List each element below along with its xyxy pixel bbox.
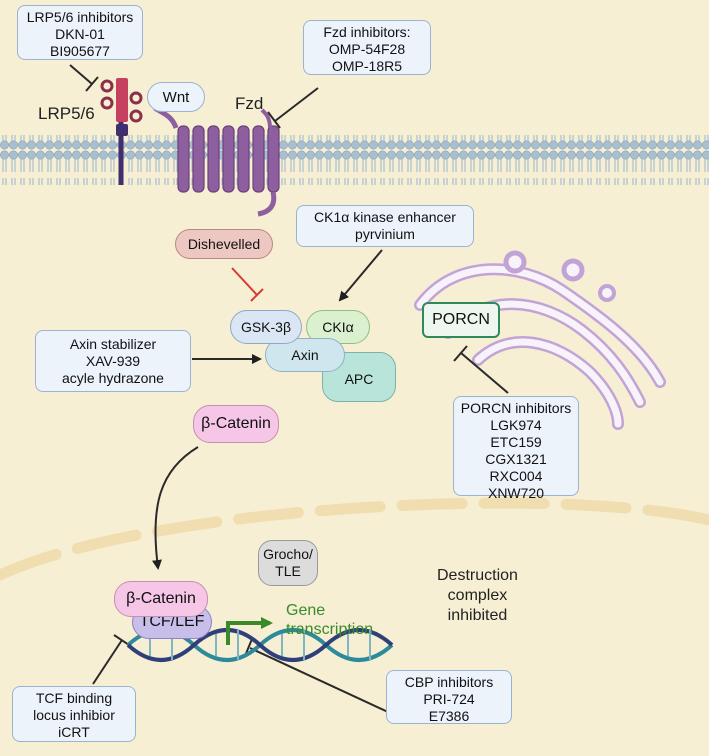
beta-catenin-cytoplasmic: β-Catenin bbox=[193, 405, 279, 443]
transcription-line: transcription bbox=[286, 621, 374, 638]
tcf-inhibitor-title: locus inhibior bbox=[33, 707, 115, 723]
fzd-inhibitors-box: Fzd inhibitors: OMP-54F28 OMP-18R5 bbox=[303, 20, 431, 75]
tcf-inhibitor-drug: iCRT bbox=[58, 724, 90, 740]
lrp-inhibitor-drug: DKN-01 bbox=[55, 26, 105, 42]
porcn-inhibitor-drug: ETC159 bbox=[490, 434, 542, 450]
connectors bbox=[69, 64, 509, 713]
tcf-inhibitor-title: TCF binding bbox=[35, 690, 113, 706]
dishevelled-inhibition bbox=[231, 267, 264, 302]
nuclear-envelope bbox=[0, 497, 709, 581]
porcn-inhibitors-box: PORCN inhibitors LGK974 ETC159 CGX1321 R… bbox=[453, 396, 579, 501]
porcn-inhibitor-drug: RXC004 bbox=[489, 468, 543, 484]
inhibited-line: inhibited bbox=[447, 607, 508, 624]
fzd-inhibitors-title: Fzd inhibitors: bbox=[323, 24, 411, 40]
tcf-inhibitor-box: TCF binding locus inhibior iCRT bbox=[12, 686, 136, 742]
ck1-enhancer-drug: pyrvinium bbox=[355, 226, 415, 242]
lrp56-label: LRP5/6 bbox=[38, 104, 95, 123]
wnt-ligand: Wnt bbox=[147, 82, 205, 112]
lrp-inhibitor-drug: BI905677 bbox=[50, 43, 110, 59]
fzd-receptor bbox=[153, 105, 280, 217]
dishevelled-node: Dishevelled bbox=[175, 229, 273, 259]
cbp-inhibitors-title: CBP inhibitors bbox=[404, 674, 494, 690]
destruction-line: Destruction bbox=[437, 567, 518, 584]
porcn-node: PORCN bbox=[422, 302, 500, 338]
destruction-complex-note: Destruction complex inhibited bbox=[437, 566, 518, 626]
apc-node: APC bbox=[322, 352, 396, 402]
grocho-line: Grocho/ bbox=[263, 546, 313, 562]
axin-stabilizer-drug: acyle hydrazone bbox=[62, 370, 164, 386]
axin-stabilizer-drug: XAV-939 bbox=[85, 353, 141, 369]
tle-line: TLE bbox=[275, 563, 301, 579]
cbp-inhibitor-drug: E7386 bbox=[428, 708, 470, 724]
cbp-inhibitors-box: CBP inhibitors PRI-724 E7386 bbox=[386, 670, 512, 724]
grocho-tle-node: Grocho/ TLE bbox=[258, 540, 318, 586]
gene-line: Gene bbox=[286, 602, 326, 619]
gsk3b-node: GSK-3β bbox=[230, 310, 302, 344]
lrp-inhibitors-title: LRP5/6 inhibitors bbox=[26, 9, 134, 25]
complex-line: complex bbox=[447, 587, 508, 604]
ck1-enhancer-title: CK1α kinase enhancer bbox=[314, 209, 456, 225]
cell-membrane bbox=[0, 135, 709, 185]
fzd-inhibitor-drug: OMP-54F28 bbox=[328, 41, 406, 57]
porcn-inhibitor-drug: LGK974 bbox=[490, 417, 542, 433]
fzd-inhibitor-drug: OMP-18R5 bbox=[331, 58, 403, 74]
lrp56-receptor bbox=[100, 78, 143, 185]
ck1-enhancer-box: CK1α kinase enhancer pyrvinium bbox=[296, 205, 474, 247]
gene-transcription-label: Gene transcription bbox=[286, 601, 373, 639]
axin-stabilizer-title: Axin stabilizer bbox=[69, 336, 157, 352]
transcription-arrow bbox=[226, 617, 273, 645]
porcn-inhibitor-drug: XNW720 bbox=[487, 485, 545, 501]
beta-catenin-nuclear: β-Catenin bbox=[114, 581, 208, 617]
lrp-inhibitors-box: LRP5/6 inhibitors DKN-01 BI905677 bbox=[17, 5, 143, 60]
porcn-inhibitor-drug: CGX1321 bbox=[485, 451, 547, 467]
cbp-inhibitor-drug: PRI-724 bbox=[423, 691, 475, 707]
fzd-label: Fzd bbox=[235, 94, 264, 113]
porcn-inhibitors-title: PORCN inhibitors bbox=[460, 400, 572, 416]
axin-stabilizer-box: Axin stabilizer XAV-939 acyle hydrazone bbox=[35, 330, 191, 392]
